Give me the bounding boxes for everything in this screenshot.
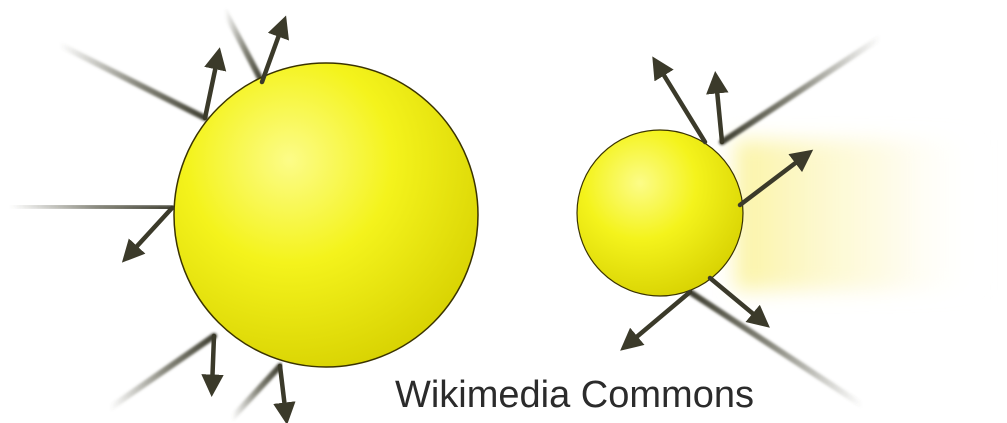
small-sphere-group xyxy=(577,38,990,405)
large-sphere-icon xyxy=(174,63,478,367)
ray-line xyxy=(232,366,280,418)
arrow-icon xyxy=(212,336,214,388)
ray-line xyxy=(722,38,880,142)
ray-line xyxy=(10,206,172,208)
watermark-text: Wikimedia Commons xyxy=(395,376,754,414)
arrow-icon xyxy=(716,80,722,142)
large-sphere-group xyxy=(10,12,478,418)
arrow-icon xyxy=(627,292,690,345)
ray-line xyxy=(60,45,205,118)
arrow-icon xyxy=(128,208,172,256)
ray-line xyxy=(110,336,214,408)
arrow-icon xyxy=(205,56,218,118)
ray-line xyxy=(225,12,262,82)
arrow-icon xyxy=(280,366,286,416)
small-sphere-icon xyxy=(577,130,743,296)
